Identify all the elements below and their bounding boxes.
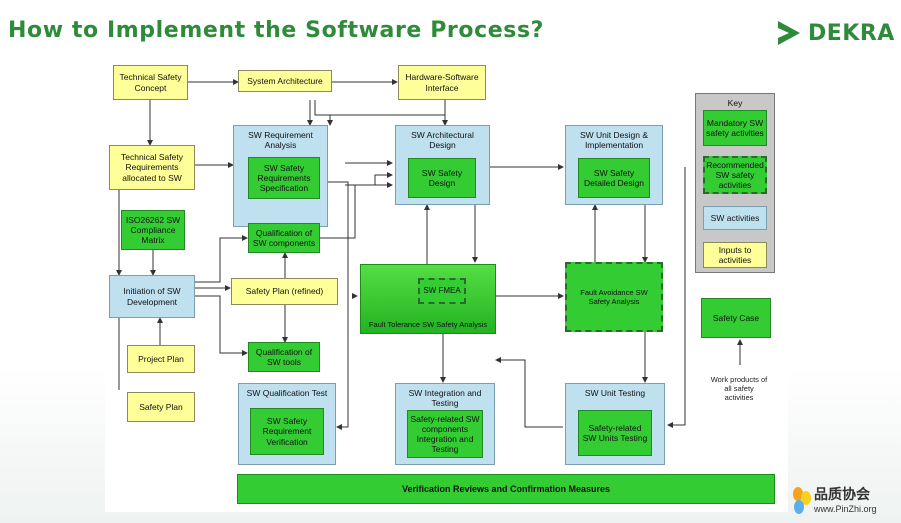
sw-fmea: SW FMEA [418, 278, 466, 304]
technical-safety-concept: Technical Safety Concept [113, 65, 188, 100]
qualification-of-sw-tools: Qualification of SW tools [248, 342, 320, 372]
page-title: How to Implement the Software Process? [8, 18, 545, 43]
technical-safety-requirements: Technical Safety Requirements allocated … [109, 145, 195, 190]
project-plan: Project Plan [127, 345, 195, 373]
pinzhi-url: www.PinZhi.org [814, 504, 877, 514]
sw-safety-requirements-specification: SW Safety Requirements Specification [248, 157, 320, 199]
sw-safety-design: SW Safety Design [408, 158, 476, 198]
safety-related-units-testing: Safety-related SW Units Testing [578, 410, 652, 456]
sw-integration-and-testing-label: SW Integration and Testing [408, 388, 482, 409]
sw-unit-design-label: SW Unit Design & Implementation [579, 130, 649, 151]
safety-plan: Safety Plan [127, 392, 195, 422]
safety-related-integration-testing: Safety-related SW components Integration… [407, 410, 483, 458]
process-diagram: Technical Safety Concept System Architec… [105, 60, 788, 512]
qualification-of-sw-components: Qualification of SW components [248, 223, 320, 253]
sw-qualification-test-label: SW Qualification Test [246, 388, 328, 398]
safety-plan-refined: Safety Plan (refined) [231, 278, 338, 305]
key-sw-activities: SW activities [703, 206, 767, 230]
sw-requirement-analysis-label: SW Requirement Analysis [248, 130, 313, 151]
sw-safety-requirement-verification: SW Safety Requirement Verification [250, 408, 324, 455]
key-title: Key [727, 98, 743, 108]
sw-safety-detailed-design: SW Safety Detailed Design [578, 158, 650, 198]
pinzhi-logo-icon [793, 487, 811, 514]
verification-band: Verification Reviews and Confirmation Me… [237, 474, 775, 504]
system-architecture: System Architecture [238, 70, 332, 92]
pinzhi-name: 品质协会 [814, 487, 870, 503]
fault-tolerance-label: Fault Tolerance SW Safety Analysis [368, 320, 488, 329]
pinzhi-watermark: 品质协会 www.PinZhi.org [790, 484, 900, 520]
initiation-of-sw-development: Initiation of SW Development [109, 275, 195, 318]
dekra-logo: DEKRA [776, 16, 895, 50]
hardware-software-interface: Hardware-Software Interface [398, 65, 486, 100]
connector-lines [116, 79, 743, 430]
work-products-note: Work products of all safety activities [710, 375, 768, 402]
key-mandatory: Mandatory SW safety activities [703, 110, 767, 146]
key-inputs: Inputs to activities [703, 242, 767, 268]
sw-architectural-design-label: SW Architectural Design [411, 130, 474, 151]
iso26262-compliance-matrix: ISO26262 SW Compliance Matrix [121, 210, 185, 250]
safety-case: Safety Case [701, 298, 771, 338]
dekra-chevron-icon [778, 21, 800, 45]
brand-name: DEKRA [808, 20, 895, 46]
fault-avoidance-analysis: Fault Avoidance SW Safety Analysis [565, 262, 663, 332]
key-recommended: Recommended SW safety activities [703, 156, 767, 194]
sw-unit-testing-label: SW Unit Testing [584, 388, 646, 398]
